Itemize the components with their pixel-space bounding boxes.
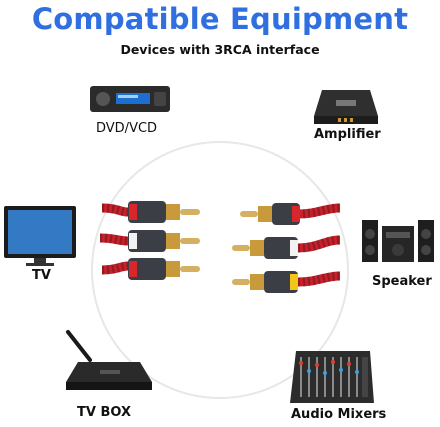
speaker-icon — [362, 220, 434, 262]
tv-box-label: TV BOX — [77, 405, 131, 420]
audio-mixers-label: Audio Mixers — [291, 407, 387, 422]
left-cable-bundle — [99, 203, 129, 275]
left-plug-red-top — [128, 201, 200, 223]
right-plug-white — [232, 237, 298, 259]
left-plug-red-bottom — [128, 258, 200, 280]
tv-icon — [4, 206, 76, 266]
tv-box-icon — [66, 330, 152, 390]
right-cable-bundle — [297, 203, 341, 287]
right-plug-red — [240, 203, 300, 225]
left-plug-white — [128, 230, 200, 252]
dvd-player-icon — [90, 86, 170, 112]
amplifier-label: Amplifier — [314, 127, 381, 142]
tv-label: TV — [32, 268, 51, 283]
right-plug-yellow — [232, 271, 298, 293]
speaker-label: Speaker — [372, 274, 432, 289]
page-title: Compatible Equipment — [31, 2, 409, 36]
amplifier-icon — [314, 90, 378, 124]
page-subtitle: Devices with 3RCA interface — [120, 42, 320, 57]
dvd-label: DVD/VCD — [96, 121, 158, 136]
audio-mixer-icon — [290, 351, 374, 403]
